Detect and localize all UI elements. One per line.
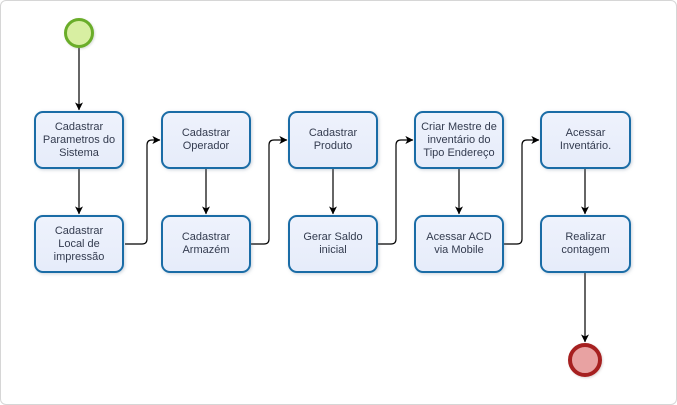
task-label: Criar Mestre de inventário do Tipo Ender… bbox=[421, 120, 497, 159]
task-cadastrar-operador[interactable]: Cadastrar Operador bbox=[161, 111, 251, 169]
task-acessar-acd-via-mobile[interactable]: Acessar ACD via Mobile bbox=[414, 215, 504, 273]
task-cadastrar-local-de-impressao[interactable]: Cadastrar Local de impressão bbox=[34, 215, 124, 273]
task-criar-mestre-de-inventario-tipo-endereco[interactable]: Criar Mestre de inventário do Tipo Ender… bbox=[414, 111, 504, 169]
flow-task-2-to-task-3[interactable] bbox=[125, 136, 161, 245]
task-label: Acessar Inventário. bbox=[559, 127, 612, 152]
flow-task-8-to-task-9[interactable] bbox=[504, 136, 540, 245]
end-event[interactable] bbox=[568, 343, 602, 377]
task-cadastrar-armazem[interactable]: Cadastrar Armazém bbox=[161, 215, 251, 273]
flow-task-4-to-task-5[interactable] bbox=[251, 136, 288, 245]
task-label: Acessar ACD via Mobile bbox=[426, 231, 492, 256]
task-label: Gerar Saldo inicial bbox=[303, 231, 363, 256]
task-cadastrar-produto[interactable]: Cadastrar Produto bbox=[288, 111, 378, 169]
task-acessar-inventario[interactable]: Acessar Inventário. bbox=[540, 111, 631, 169]
task-label: Cadastrar Local de impressão bbox=[53, 224, 105, 263]
task-label: Cadastrar Parametros do Sistema bbox=[42, 120, 116, 159]
task-label: Cadastrar Armazém bbox=[181, 231, 231, 256]
task-label: Cadastrar Operador bbox=[181, 127, 231, 152]
task-realizar-contagem[interactable]: Realizar contagem bbox=[540, 215, 631, 273]
flow-task-6-to-task-7[interactable] bbox=[378, 136, 414, 245]
task-gerar-saldo-inicial[interactable]: Gerar Saldo inicial bbox=[288, 215, 378, 273]
task-label: Cadastrar Produto bbox=[308, 127, 358, 152]
start-event[interactable] bbox=[64, 18, 94, 48]
task-label: Realizar contagem bbox=[561, 231, 610, 256]
task-cadastrar-parametros-do-sistema[interactable]: Cadastrar Parametros do Sistema bbox=[34, 111, 124, 169]
